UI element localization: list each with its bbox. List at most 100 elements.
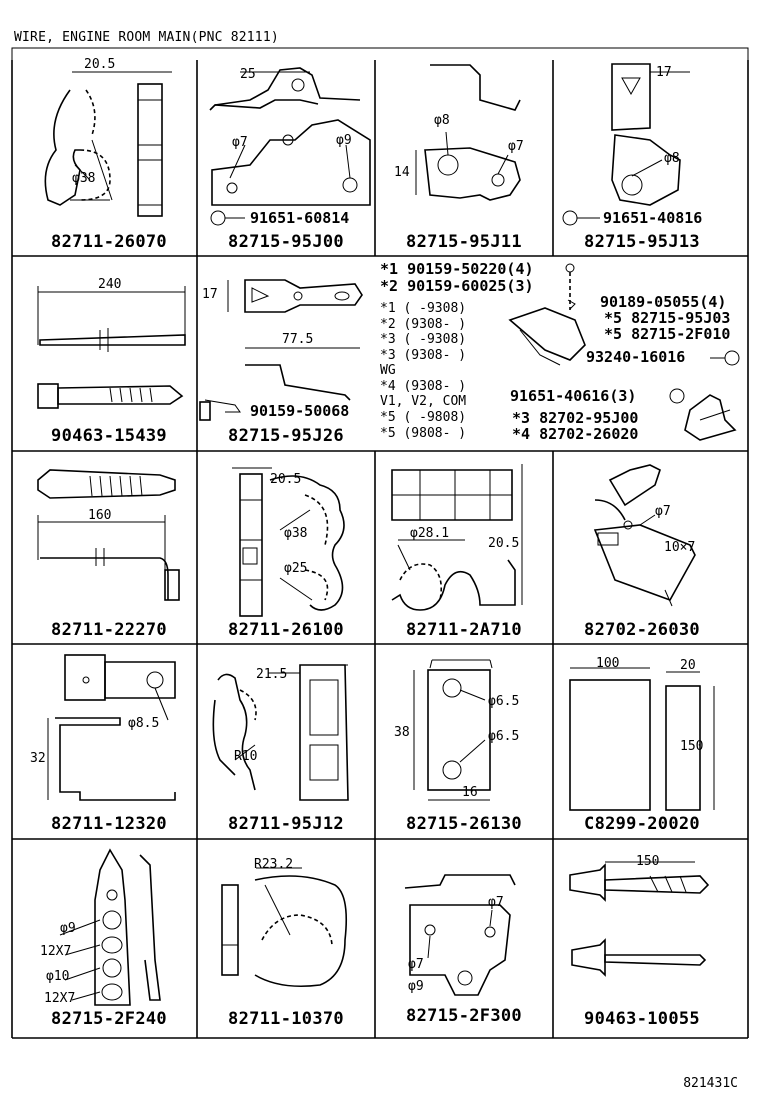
assembly-callout: 91651-40616(3) [510, 387, 637, 405]
assembly-callout: *5 82715-95J03 [604, 309, 731, 327]
dim-label: 16 [462, 785, 478, 800]
bolt-90159-50068: 90159-50068 [250, 402, 350, 420]
part-number-82702-26030: 82702-26030 [584, 620, 700, 640]
page-title: WIRE, ENGINE ROOM MAIN(PNC 82111) [14, 30, 279, 45]
dim-label: 38 [394, 725, 410, 740]
assembly-line: *2 (9308- ) [380, 317, 467, 332]
bracket-2F300-drawing [404, 874, 516, 996]
dim-label: 150 [636, 854, 660, 869]
clamp-26070-drawing [44, 71, 172, 217]
tie-10055-drawing [569, 861, 710, 977]
part-number-82715-2F300: 82715-2F300 [406, 1006, 522, 1026]
assembly-line: *5 ( -9808) [380, 410, 467, 425]
part-number-C8299-20020: C8299-20020 [584, 814, 700, 834]
part-number-90463-15439: 90463-15439 [51, 426, 167, 446]
assembly-callout: *3 82702-95J00 [512, 409, 639, 427]
holder-2F240-drawing [59, 848, 161, 1006]
dim-label: 25 [240, 67, 256, 82]
dim-label: φ10 [46, 969, 70, 984]
part-number-82711-10370: 82711-10370 [228, 1009, 344, 1029]
dim-label: R23.2 [254, 857, 294, 872]
part-number-82715-95J13: 82715-95J13 [584, 232, 700, 252]
dim-label: 160 [88, 508, 112, 523]
dim-label: φ38 [72, 171, 96, 186]
assembly-line: *2 90159-60025(3) [380, 277, 534, 295]
part-number-82711-95J12: 82711-95J12 [228, 814, 344, 834]
part-number-82711-2A710: 82711-2A710 [406, 620, 522, 640]
dim-label: 12X7 [44, 991, 76, 1006]
assembly-line: *1 ( -9308) [380, 301, 467, 316]
dim-label: 17 [202, 287, 218, 302]
band-15439-drawing [37, 286, 186, 409]
part-number-82711-22270: 82711-22270 [51, 620, 167, 640]
bracket-95J00-drawing [209, 67, 371, 226]
dim-label: φ9 [408, 979, 424, 994]
dim-label: φ9 [60, 921, 76, 936]
assembly-callout: 90189-05055(4) [600, 293, 727, 311]
assembly-line: V1, V2, COM [380, 394, 467, 409]
bolt-91651-60814: 91651-60814 [250, 209, 350, 227]
part-number-82711-12320: 82711-12320 [51, 814, 167, 834]
dim-label: φ6.5 [488, 694, 520, 709]
dim-label: 20 [680, 658, 696, 673]
part-number-82715-2F240: 82715-2F240 [51, 1009, 167, 1029]
dim-label: φ7 [488, 895, 504, 910]
dim-label: φ8 [434, 113, 450, 128]
dim-label: 21.5 [256, 667, 288, 682]
bracket-26030-drawing [593, 464, 696, 607]
bracket-95J13-drawing [562, 63, 690, 226]
dim-label: φ25 [284, 561, 308, 576]
part-number-82715-95J00: 82715-95J00 [228, 232, 344, 252]
dim-label: φ7 [408, 957, 424, 972]
dim-label: 14 [394, 165, 410, 180]
clamp-26100-drawing [232, 467, 345, 617]
part-number-82715-95J11: 82715-95J11 [406, 232, 522, 252]
dim-label: 10×7 [664, 540, 696, 555]
dim-label: φ8.5 [128, 716, 160, 731]
assembly-callout: 93240-16016 [586, 348, 686, 366]
dim-label: R10 [234, 749, 258, 764]
tie-22270-drawing [37, 469, 180, 601]
dim-label: φ9 [336, 133, 352, 148]
bolt-91651-40816: 91651-40816 [603, 209, 703, 227]
part-number-90463-10055: 90463-10055 [584, 1009, 700, 1029]
part-number-82715-26130: 82715-26130 [406, 814, 522, 834]
dim-label: 17 [656, 65, 672, 80]
dim-label: φ6.5 [488, 729, 520, 744]
dim-label: 12X7 [40, 944, 72, 959]
dim-label: φ8 [664, 151, 680, 166]
grid-lines [11, 60, 749, 1039]
part-number-82711-26100: 82711-26100 [228, 620, 344, 640]
dim-label: 240 [98, 277, 122, 292]
assembly-line: *3 ( -9308) [380, 332, 467, 347]
part-number-82715-95J26: 82715-95J26 [228, 426, 344, 446]
part-number-82711-26070: 82711-26070 [51, 232, 167, 252]
dim-label: 77.5 [282, 332, 314, 347]
assembly-drawing [508, 263, 740, 441]
dim-label: 32 [30, 751, 46, 766]
bracket-95J26-drawing [199, 279, 363, 421]
dim-label: φ7 [232, 135, 248, 150]
assembly-line: *5 (9808- ) [380, 426, 467, 441]
assembly-line: *3 (9308- ) [380, 348, 467, 363]
dim-label: 100 [596, 656, 620, 671]
assembly-line: WG [380, 363, 396, 378]
clamp-2A710-drawing [391, 464, 523, 611]
bracket-95J11-drawing [415, 64, 521, 201]
assembly-callout: *4 82702-26020 [512, 425, 639, 443]
sheet-20020-drawing [569, 667, 715, 811]
dim-label: 20.5 [270, 472, 302, 487]
bracket-26130-drawing [413, 659, 493, 801]
assembly-line: *4 (9308- ) [380, 379, 467, 394]
assembly-line: *1 90159-50220(4) [380, 260, 534, 278]
clamp-95J12-drawing [212, 664, 349, 801]
assembly-callout: *5 82715-2F010 [604, 325, 731, 343]
clamp-10370-drawing [221, 867, 348, 988]
dim-label: 20.5 [488, 536, 520, 551]
clip-12320-drawing [47, 654, 176, 801]
dim-label: 20.5 [84, 57, 116, 72]
dim-label: 150 [680, 739, 704, 754]
dim-label: φ7 [655, 504, 671, 519]
